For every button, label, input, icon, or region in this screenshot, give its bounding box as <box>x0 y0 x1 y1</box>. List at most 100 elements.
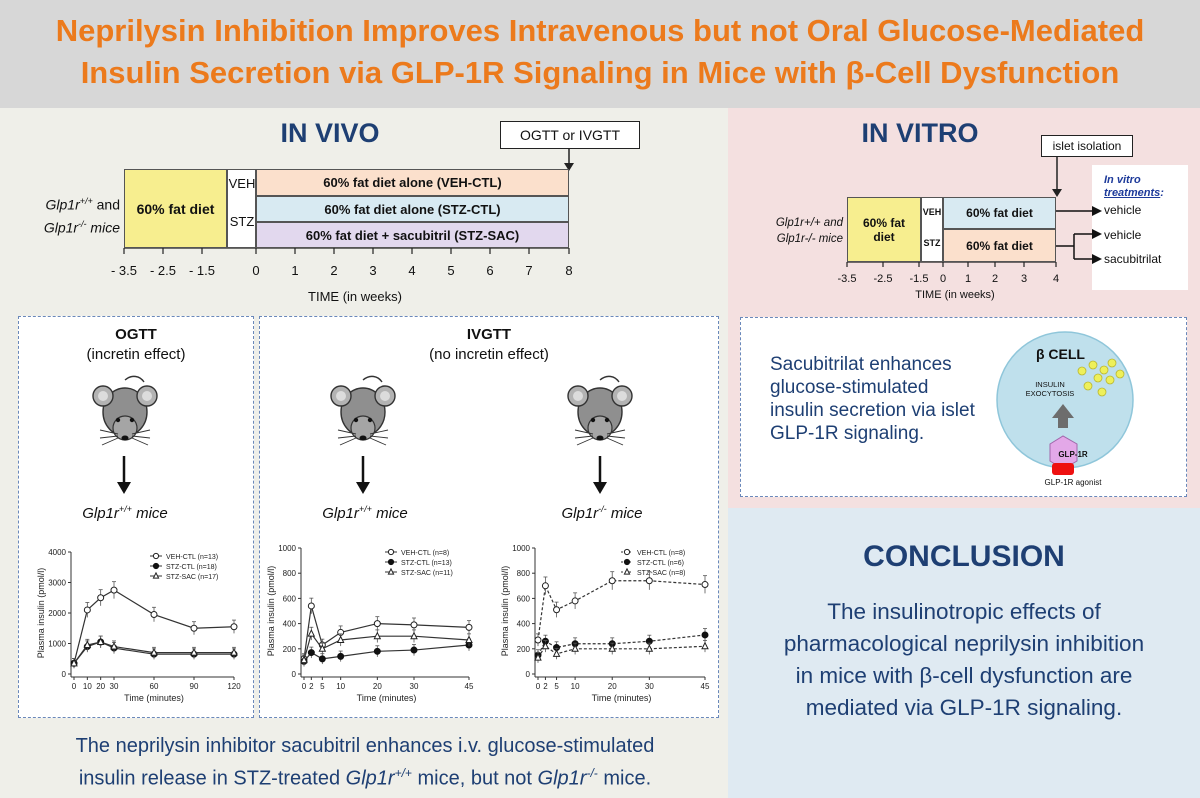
genotype-sup: +/+ <box>394 766 412 780</box>
legend-label: STZ-CTL (n=18) <box>166 564 217 571</box>
vivo-mice-label: Glp1r+/+ and Glp1r-/- mice <box>20 192 120 237</box>
vivo-time-label: TIME (in weeks) <box>308 289 402 304</box>
stz-label: STZ <box>229 214 255 229</box>
x-tick-label: 2 <box>309 682 314 691</box>
x-tick-label: 90 <box>190 682 199 691</box>
genotype-sup: +/+ <box>118 504 132 514</box>
data-point <box>387 548 395 556</box>
data-point <box>373 620 381 628</box>
ivgtt-title: IVGTT <box>466 326 512 343</box>
axis-tick-label: 4 <box>1053 273 1059 285</box>
gene-name: Glp1r <box>82 505 119 522</box>
x-tick-label: 0 <box>536 682 541 691</box>
data-point <box>190 624 198 632</box>
y-tick-label: 0 <box>526 670 531 679</box>
treat-title-1: In vitro <box>1104 174 1141 186</box>
data-point <box>701 581 709 589</box>
x-tick-label: 120 <box>227 682 241 691</box>
data-point <box>541 582 549 590</box>
data-point <box>110 586 118 594</box>
down-arrow <box>117 456 131 494</box>
treat-colon: : <box>1160 187 1164 199</box>
legend-label: STZ-CTL (n=6) <box>637 560 684 567</box>
data-point <box>608 577 616 585</box>
data-point <box>230 648 238 656</box>
data-point <box>541 641 550 650</box>
y-tick-label: 0 <box>62 670 67 679</box>
y-tick-label: 400 <box>517 620 531 629</box>
summary-line-1: The neprilysin inhibitor sacubitril enha… <box>75 735 655 757</box>
axis-tick-label: 2 <box>992 273 998 285</box>
down-arrow <box>356 456 370 494</box>
mice-line-1: Glp1r+/+ and <box>775 217 843 229</box>
data-point <box>307 629 316 637</box>
legend-label: VEH-CTL (n=8) <box>401 550 449 557</box>
x-tick-label: 20 <box>608 682 617 691</box>
vitro-veh-label: VEH <box>922 207 942 217</box>
data-point <box>608 644 617 652</box>
data-point <box>387 567 395 575</box>
data-point <box>230 623 238 631</box>
x-tick-label: 30 <box>410 682 419 691</box>
genotype-sup: +/+ <box>358 504 372 514</box>
and-text: and <box>92 196 120 213</box>
y-tick-label: 600 <box>283 594 297 603</box>
header-banner <box>0 0 1200 108</box>
arm-stz-ctl: 60% fat diet alone (STZ-CTL) <box>256 196 569 222</box>
axis-tick-label: 3 <box>369 263 376 278</box>
mice-word: mice <box>606 505 643 522</box>
genotype-sup: -/- <box>586 766 598 780</box>
x-tick-label: 45 <box>465 682 474 691</box>
x-tick-label: 20 <box>96 682 105 691</box>
data-point <box>623 548 631 556</box>
series-line <box>537 580 706 641</box>
y-tick-label: 3000 <box>48 579 66 588</box>
y-tick-label: 1000 <box>48 640 66 649</box>
y-tick-label: 1000 <box>278 544 296 553</box>
data-point <box>152 552 160 560</box>
x-axis-label: Time (minutes) <box>124 693 184 703</box>
data-point <box>300 655 308 664</box>
gene-name: Glp1r <box>322 505 359 522</box>
data-point <box>410 631 418 640</box>
data-point <box>553 606 561 614</box>
axis-tick-label: 7 <box>525 263 532 278</box>
glp1r-agonist-label: GLP-1R agonist <box>1044 478 1102 487</box>
y-axis-label: Plasma insulin (pmol/l) <box>36 568 46 659</box>
y-tick-label: 0 <box>292 670 297 679</box>
axis-tick-label: 8 <box>565 263 572 278</box>
ogtt-mice-caption: Glp1r+/+ mice <box>50 504 200 522</box>
data-point <box>623 567 631 575</box>
treatment-sacubitrilat: sacubitrilat <box>1104 252 1162 266</box>
data-point <box>410 621 418 629</box>
mouse-icon <box>320 372 406 452</box>
beta-cell-illustration <box>996 331 1134 475</box>
data-point <box>318 655 326 663</box>
gene-name: Glp1r <box>561 505 599 522</box>
down-arrow <box>593 456 607 494</box>
legend-label: STZ-CTL (n=13) <box>401 560 452 567</box>
data-point <box>307 602 315 610</box>
series-line <box>537 634 706 656</box>
data-point <box>150 611 158 619</box>
legend-label: STZ-SAC (n=8) <box>637 570 685 577</box>
axis-tick-label: -3.5 <box>838 273 857 285</box>
x-tick-label: 2 <box>543 682 548 691</box>
x-axis-label: Time (minutes) <box>357 693 417 703</box>
treatment-arrows <box>1056 206 1102 264</box>
veh-label: VEH <box>228 176 256 191</box>
isolation-arrow <box>1052 157 1062 197</box>
data-point <box>701 631 709 639</box>
legend-label: STZ-SAC (n=11) <box>401 570 453 577</box>
y-tick-label: 800 <box>517 569 531 578</box>
legend-label: STZ-SAC (n=17) <box>166 574 218 581</box>
axis-tick-label: - 1.5 <box>189 263 215 278</box>
arm-stz-sac: 60% fat diet + sacubitril (STZ-SAC) <box>256 222 569 248</box>
axis-tick-label: 0 <box>252 263 259 278</box>
data-point <box>152 562 160 570</box>
mouse-icon <box>557 372 643 452</box>
